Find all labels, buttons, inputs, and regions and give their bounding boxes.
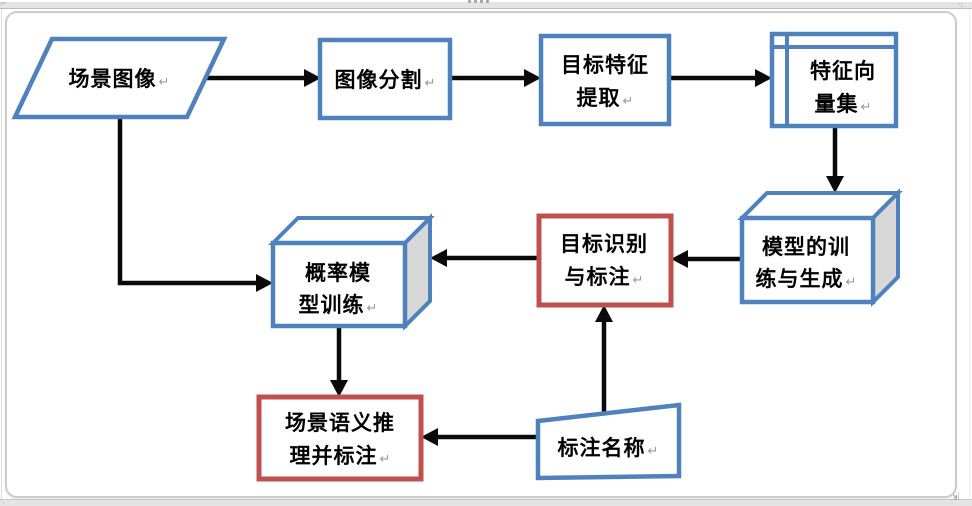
crop-mark-top-right: ·: — [958, 0, 964, 9]
target-feature-extraction-label-line2: 提取↵ — [576, 86, 634, 110]
arrow-target-recognition-to-probability-model — [430, 249, 539, 267]
node-scene-image — [11, 36, 228, 120]
node-probability-model-training — [268, 213, 435, 331]
node-image-segmentation — [317, 37, 453, 121]
node-feature-vector-set — [769, 31, 899, 129]
probability-model-training-label-line1: 概率模 — [305, 261, 371, 285]
column-marker-dots — [468, 0, 489, 3]
arrow-scene-image-to-probability-model — [117, 117, 273, 292]
probability-model-training-label-line2: 型训练↵ — [298, 293, 378, 317]
feature-vector-set-label-line1: 特征向 — [810, 59, 876, 83]
arrow-scene-image-to-image-segmentation — [207, 69, 321, 87]
arrow-annotation-name-to-target-recognition — [595, 305, 613, 414]
crop-mark-bottom-left: ·. — [0, 496, 6, 505]
image-segmentation-label: 图像分割↵ — [334, 68, 436, 92]
model-training-generation-label-line2: 练与生成↵ — [755, 267, 857, 291]
page-bottom-edge — [0, 499, 972, 506]
node-annotation-name — [535, 402, 682, 481]
node-target-recognition-annotation — [536, 213, 674, 308]
node-model-training-generation — [737, 188, 903, 307]
crop-mark-top-left: ⌐ — [0, 0, 7, 8]
node-target-feature-extraction — [538, 33, 672, 127]
arrow-feature-extraction-to-feature-vector-set — [669, 69, 772, 87]
page-top-edge — [0, 2, 972, 9]
page-right-edge — [969, 9, 970, 499]
target-recognition-annotation-label-line1: 目标识别 — [560, 232, 648, 256]
arrow-probability-model-to-semantic-inference — [330, 326, 348, 397]
scene-image-label: 场景图像↵ — [68, 67, 170, 91]
target-recognition-annotation-label-line2: 与标注↵ — [564, 265, 644, 289]
arrow-feature-vector-set-to-model-training — [826, 125, 844, 193]
arrow-annotation-name-to-semantic-inference — [421, 428, 538, 446]
node-scene-semantic-inference — [256, 394, 424, 482]
page-left-edge — [1, 9, 2, 499]
scene-semantic-inference-label-line2: 理并标注↵ — [289, 444, 391, 468]
target-feature-extraction-label-line1: 目标特征 — [561, 53, 649, 77]
scene-semantic-inference-label-line1: 场景语义推 — [285, 411, 395, 435]
feature-vector-set-label-line2: 量集↵ — [814, 92, 872, 116]
arrow-image-segmentation-to-feature-extraction — [450, 69, 541, 87]
arrow-model-training-to-target-recognition — [671, 250, 742, 268]
resize-handle-icon[interactable]: ⇲ — [950, 490, 960, 503]
annotation-name-label: 标注名称↵ — [557, 436, 659, 460]
model-training-generation-label-line1: 模型的训 — [762, 235, 850, 259]
